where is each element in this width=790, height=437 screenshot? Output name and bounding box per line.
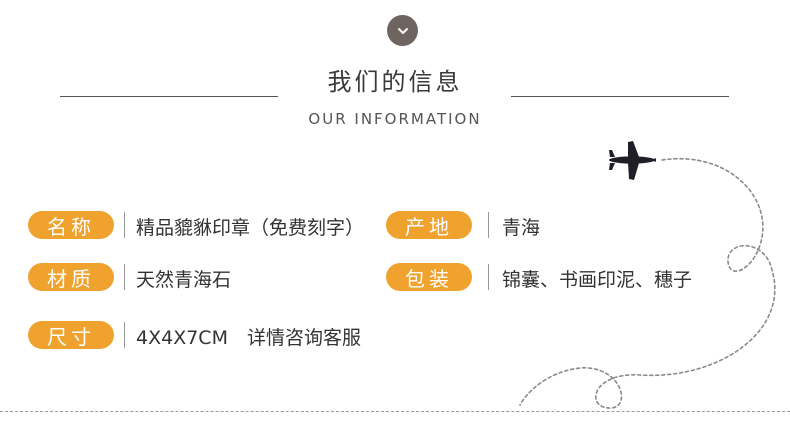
section-subtitle: OUR INFORMATION — [308, 110, 482, 128]
section-title: 我们的信息 — [327, 68, 463, 96]
title-divider-left — [60, 96, 278, 97]
label-badge-material: 材质 — [28, 263, 114, 291]
label-badge-size: 尺寸 — [28, 321, 114, 349]
label-badge-name: 名称 — [28, 211, 114, 239]
separator — [124, 212, 125, 238]
label-badge-origin: 产地 — [386, 211, 472, 239]
separator — [488, 264, 489, 290]
bottom-divider — [0, 411, 790, 412]
airplane-icon — [609, 141, 656, 180]
value-name: 精品貔貅印章（免费刻字） — [136, 217, 365, 239]
chevron-down-icon — [397, 27, 408, 34]
value-origin: 青海 — [502, 217, 541, 239]
separator — [124, 322, 125, 348]
separator — [124, 264, 125, 290]
separator — [488, 212, 489, 238]
value-size: 4X4X7CM 详情咨询客服 — [136, 327, 361, 349]
chevron-down-button[interactable] — [387, 15, 418, 46]
value-material: 天然青海石 — [136, 269, 232, 291]
value-package: 锦囊、书画印泥、穗子 — [502, 269, 693, 291]
label-badge-package: 包装 — [386, 263, 472, 291]
title-divider-right — [511, 96, 729, 97]
